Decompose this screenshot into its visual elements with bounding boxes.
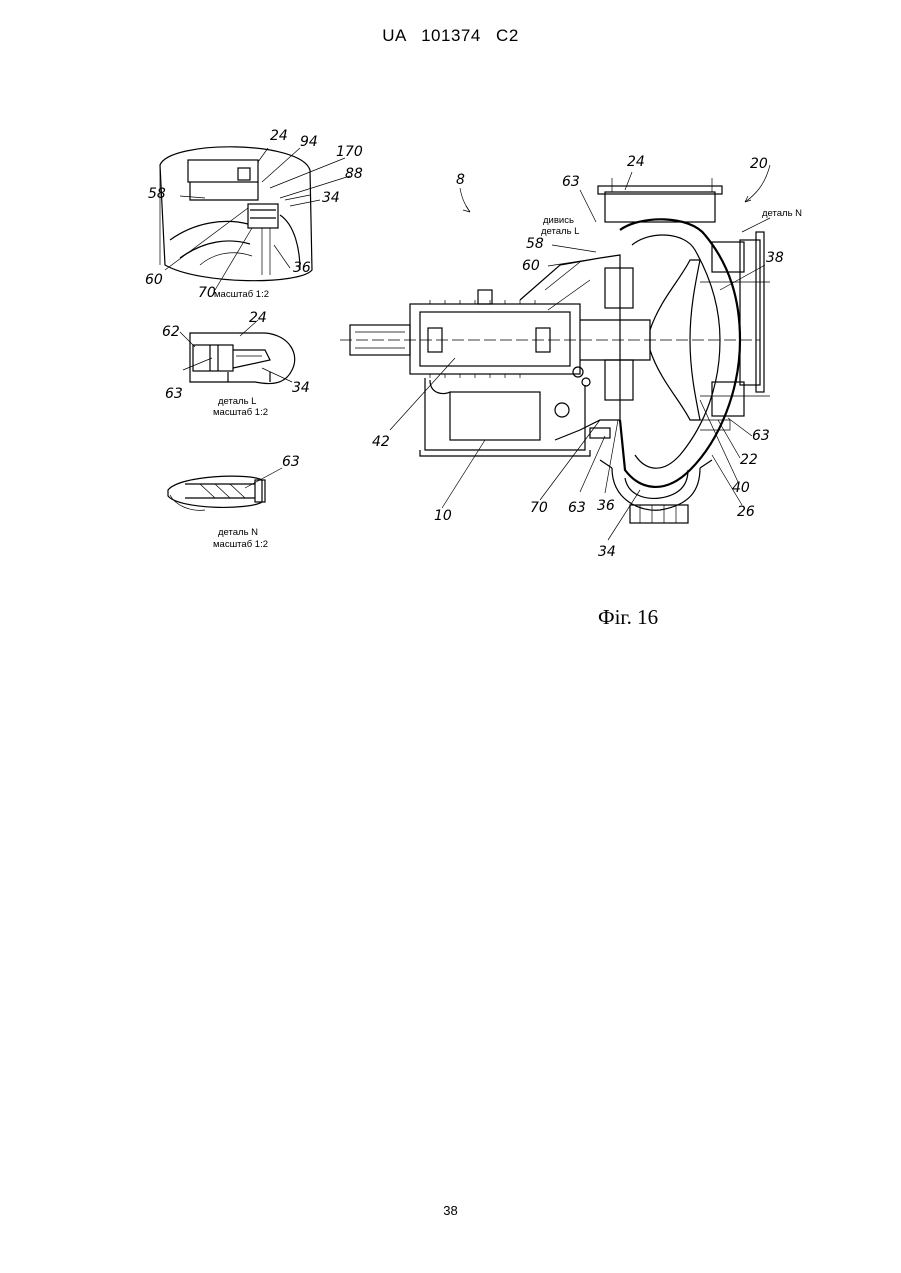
- detail-n-reference: деталь N: [762, 208, 802, 219]
- label-34: 34: [292, 380, 310, 396]
- detail-l-scale: масштаб 1:2: [213, 407, 268, 418]
- label-26: 26: [737, 504, 755, 520]
- detail-l-title: деталь L: [218, 396, 256, 407]
- label-63: 63: [282, 454, 300, 470]
- detail-n-scale: масштаб 1:2: [213, 539, 268, 550]
- figure-caption: Фіг. 16: [598, 605, 658, 630]
- label-10: 10: [434, 508, 452, 524]
- label-24: 24: [270, 128, 288, 144]
- label-60: 60: [522, 258, 540, 274]
- label-38: 38: [766, 250, 784, 266]
- label-62: 62: [162, 324, 180, 340]
- label-60: 60: [145, 272, 163, 288]
- label-24: 24: [627, 154, 645, 170]
- label-36: 36: [597, 498, 615, 514]
- label-58: 58: [148, 186, 166, 202]
- detail-top-scale: масштаб 1:2: [214, 289, 269, 300]
- detail-n-drawing: [168, 468, 282, 510]
- label-63: 63: [568, 500, 586, 516]
- label-40: 40: [732, 480, 750, 496]
- label-170: 170: [336, 144, 363, 160]
- detail-l-reference: деталь L: [541, 226, 579, 237]
- label-63: 63: [752, 428, 770, 444]
- label-20: 20: [750, 156, 768, 172]
- label-22: 22: [740, 452, 758, 468]
- label-36: 36: [293, 260, 311, 276]
- label-88: 88: [345, 166, 363, 182]
- label-58: 58: [526, 236, 544, 252]
- label-34: 34: [598, 544, 616, 560]
- label-70: 70: [530, 500, 548, 516]
- label-42: 42: [372, 434, 390, 450]
- label-94: 94: [300, 134, 318, 150]
- label-63: 63: [165, 386, 183, 402]
- label-24: 24: [249, 310, 267, 326]
- detail-l-drawing: [180, 320, 295, 384]
- detail-n-title: деталь N: [218, 527, 258, 538]
- label-34: 34: [322, 190, 340, 206]
- page-number: 38: [0, 1203, 901, 1218]
- see-label: дивись: [543, 215, 574, 226]
- label-63: 63: [562, 174, 580, 190]
- label-8: 8: [456, 172, 465, 188]
- detail-top-drawing: [160, 147, 350, 290]
